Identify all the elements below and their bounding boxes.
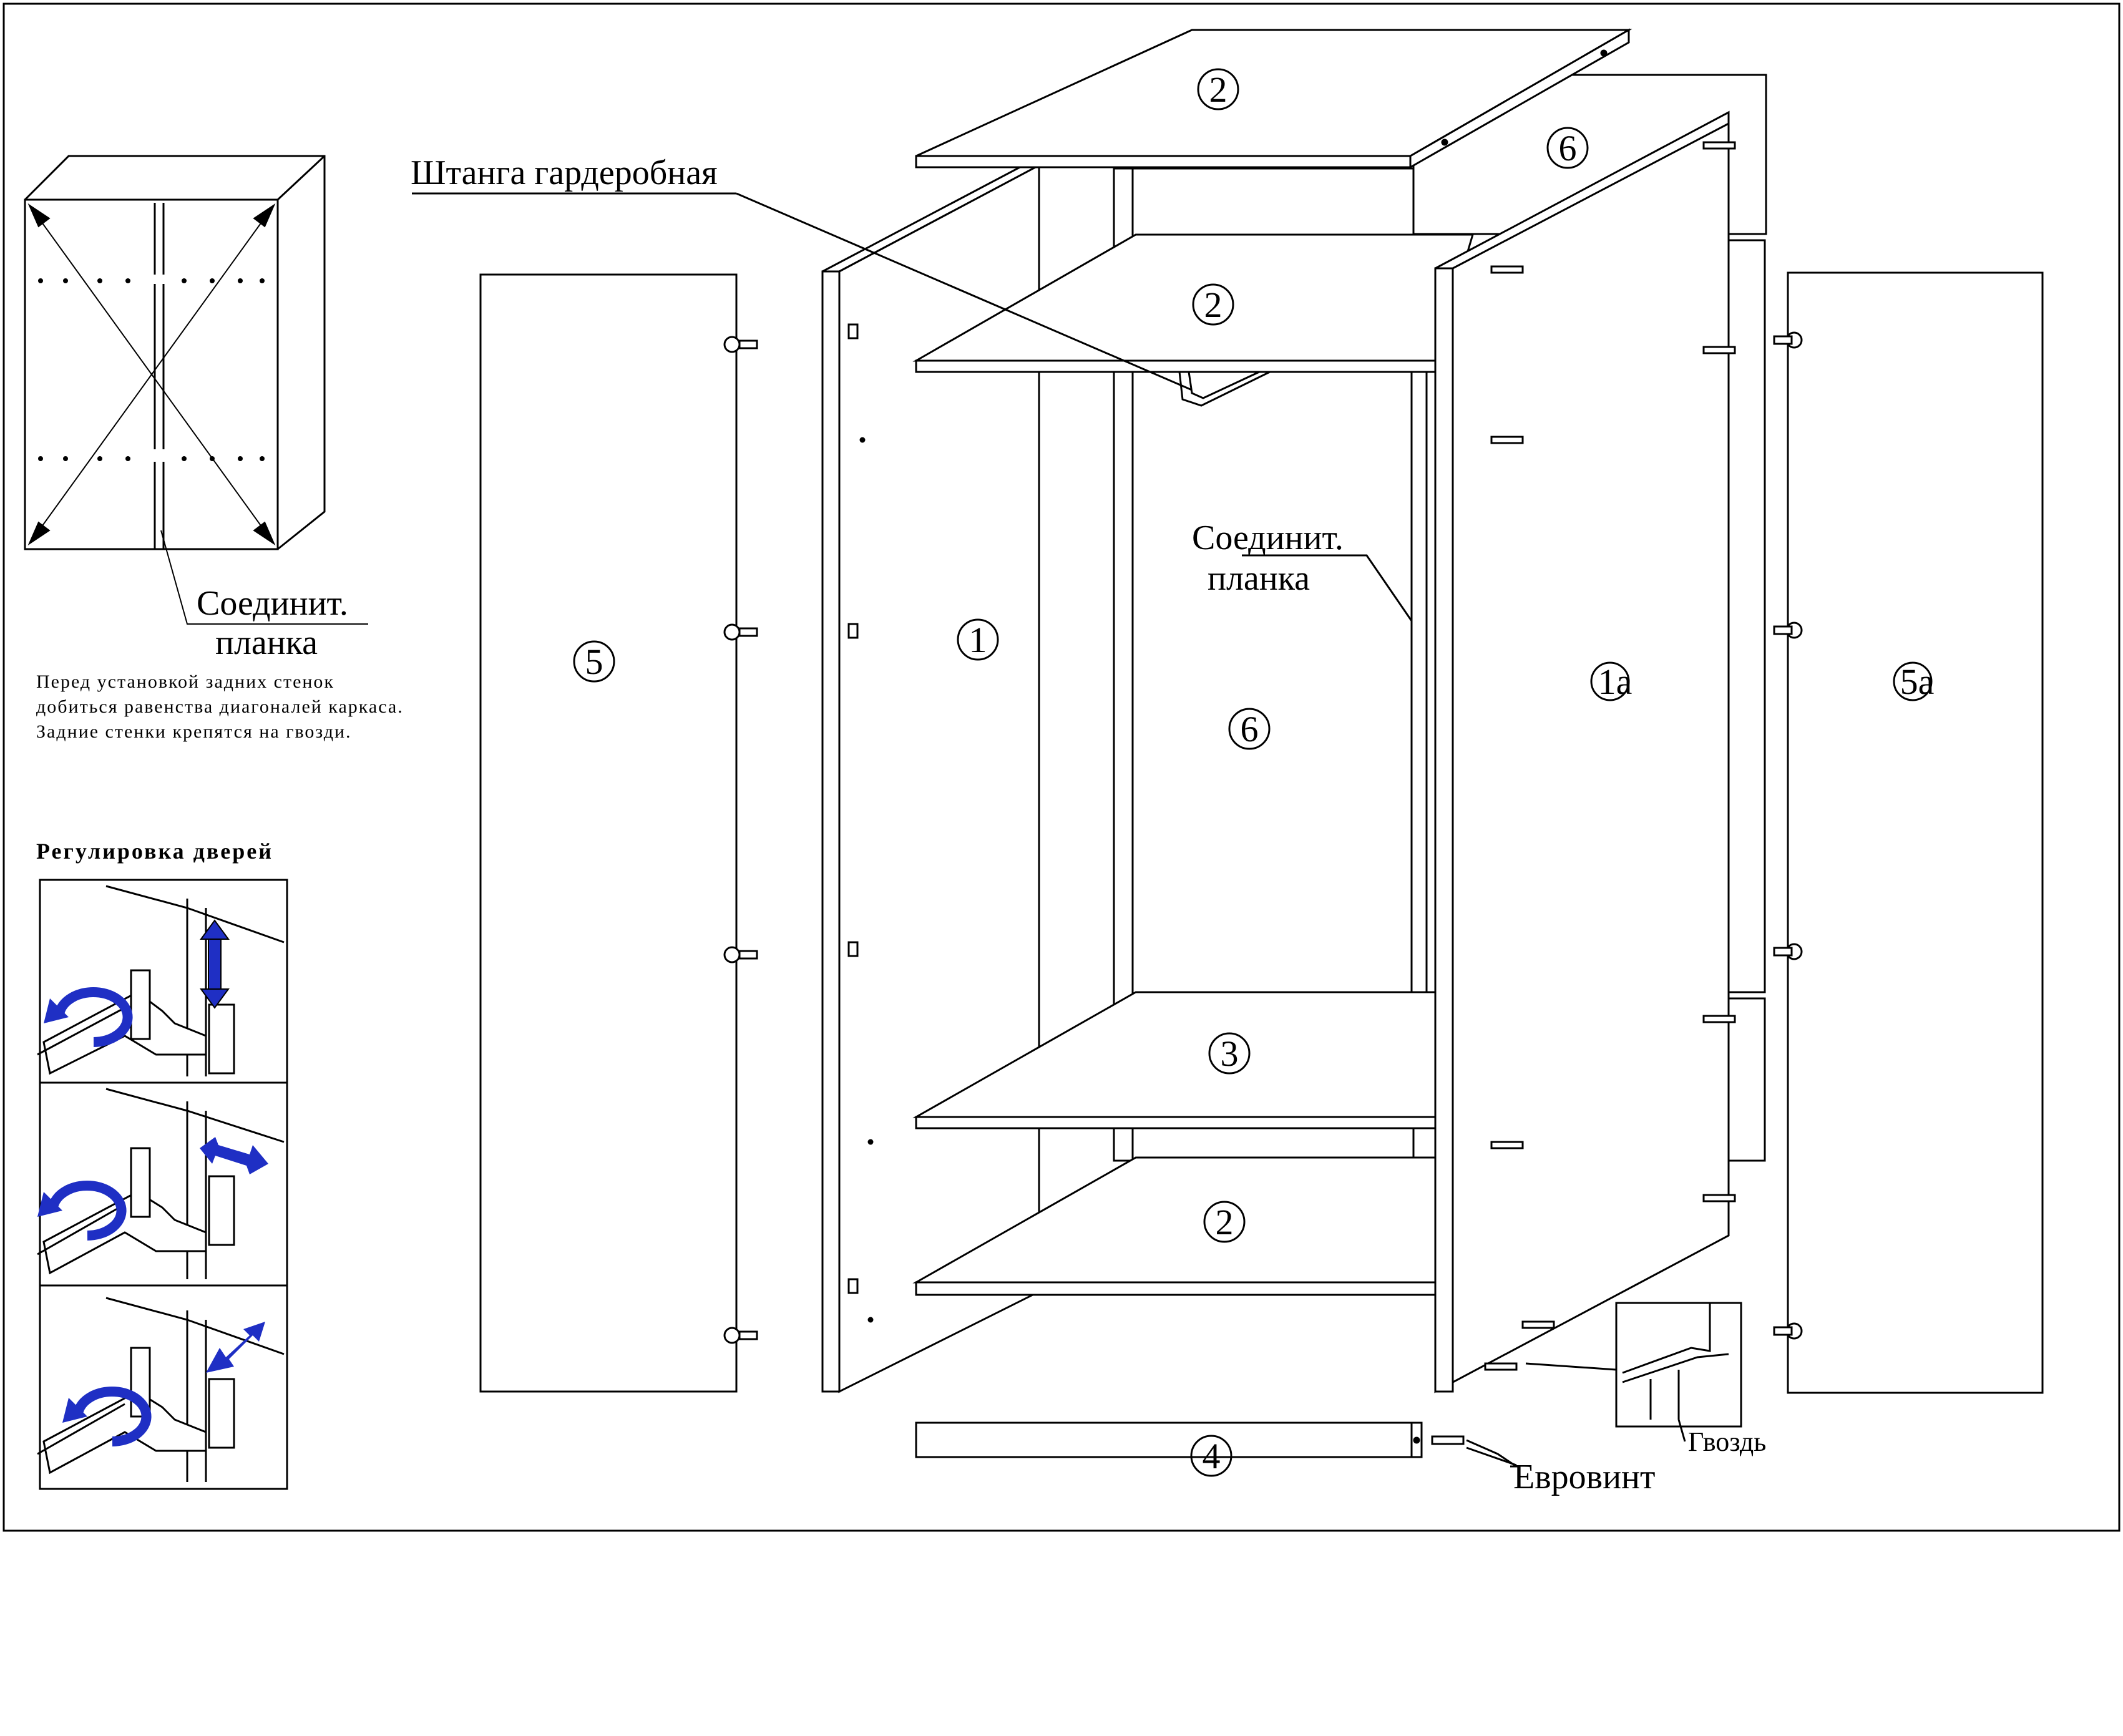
hinge-adjust-horizontal bbox=[37, 1088, 285, 1279]
door-left bbox=[479, 273, 758, 1393]
part-door-right: 5а bbox=[1900, 661, 1935, 702]
rotate-arrow-icon-3 bbox=[73, 1387, 152, 1446]
drawing-frame bbox=[2, 2, 2121, 1532]
nail-detail bbox=[1525, 1302, 1742, 1442]
side-panel-left-fittings bbox=[847, 323, 874, 1323]
part-back: 6 bbox=[1241, 709, 1259, 749]
part-bottom: 2 bbox=[1216, 1202, 1234, 1242]
vertical-adjust-arrow-icon bbox=[200, 919, 230, 1009]
nail-label: Гвоздь bbox=[1688, 1426, 1766, 1457]
eurobolt-label: Евровинт bbox=[1513, 1458, 1656, 1496]
part-side-right: 1а bbox=[1598, 661, 1633, 702]
horizontal-adjust-arrow-icon bbox=[200, 1137, 268, 1174]
carcass-diagonal-sketch bbox=[24, 155, 368, 625]
rotate-arrow-icon bbox=[54, 987, 133, 1047]
connector-label-left-1: Соединит. bbox=[197, 584, 348, 623]
rotate-arrow-icon-2 bbox=[48, 1181, 127, 1241]
assembly-note-line-3: Задние стенки крепятся на гвозди. bbox=[36, 721, 352, 742]
part-shelf-upper: 2 bbox=[1204, 285, 1223, 325]
rod-label: Штанга гардеробная bbox=[411, 154, 718, 192]
part-door-left: 5 bbox=[585, 641, 603, 682]
plinth bbox=[915, 1421, 1423, 1458]
eurobolt-fitting bbox=[1431, 1435, 1520, 1468]
connector-strip-mid bbox=[1242, 371, 1428, 993]
hinge-adjust-vertical bbox=[37, 885, 285, 1076]
connector-label-mid-1: Соединит. bbox=[1192, 519, 1344, 557]
side-panel-right bbox=[1434, 110, 1730, 1393]
rotate-arrowhead-icon-2 bbox=[37, 1192, 62, 1217]
connector-label-mid-2: планка bbox=[1208, 559, 1310, 598]
part-side-left: 1 bbox=[969, 620, 987, 660]
depth-adjust-arrow-icon bbox=[206, 1322, 265, 1373]
connector-label-left-2: планка bbox=[215, 623, 318, 662]
assembly-note-line-1: Перед установкой задних стенок bbox=[36, 671, 334, 692]
part-plinth: 4 bbox=[1203, 1436, 1221, 1476]
rotate-arrowhead-icon bbox=[44, 998, 69, 1023]
hinge-adjust-depth bbox=[37, 1297, 285, 1482]
rotate-arrowhead-icon-3 bbox=[62, 1398, 87, 1423]
part-number-circles bbox=[573, 68, 1933, 1477]
wardrobe-rod bbox=[412, 192, 1271, 407]
assembly-note-line-2: добиться равенства диагоналей каркаса. bbox=[36, 696, 404, 717]
part-shelf-middle: 3 bbox=[1221, 1033, 1239, 1074]
side-panel-right-screws bbox=[1484, 141, 1736, 1371]
part-top: 2 bbox=[1209, 69, 1227, 110]
top-panel bbox=[915, 28, 1633, 169]
door-adjustment-title: Регулировка дверей bbox=[36, 839, 273, 864]
door-adjustment-panels bbox=[39, 879, 288, 1490]
part-back-upper: 6 bbox=[1559, 128, 1577, 168]
door-right bbox=[1773, 271, 2044, 1394]
shelf-middle bbox=[912, 991, 1475, 1129]
